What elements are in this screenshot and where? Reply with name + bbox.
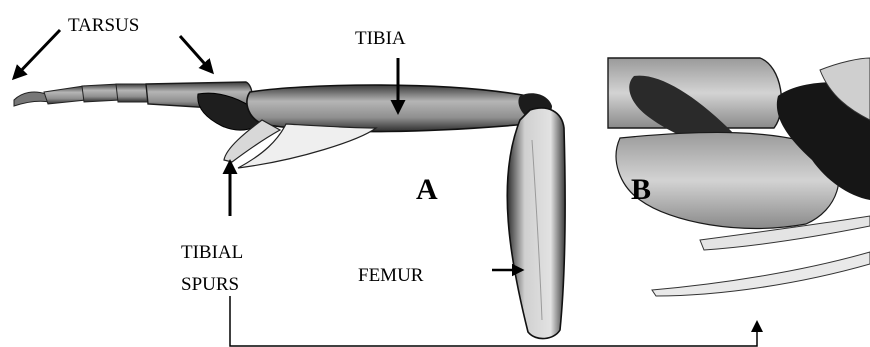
label-femur: FEMUR xyxy=(358,265,424,286)
label-tibial-spurs-line1: TIBIAL xyxy=(181,242,243,263)
tarsus-arrow-left xyxy=(14,30,60,78)
femur-segment xyxy=(507,108,565,339)
spurs-connector xyxy=(230,296,757,346)
panel-label-a: A xyxy=(416,173,438,206)
connector-arrowhead xyxy=(751,320,763,332)
closeup-spur-lower xyxy=(652,252,870,296)
label-tibial-spurs-line2: SPURS xyxy=(181,274,239,295)
label-tibia: TIBIA xyxy=(355,28,406,49)
label-tarsus: TARSUS xyxy=(68,15,139,36)
tarsus-arrow-right xyxy=(180,36,212,72)
panel-label-b: B xyxy=(631,173,651,206)
panel-a-specimen xyxy=(14,82,565,339)
